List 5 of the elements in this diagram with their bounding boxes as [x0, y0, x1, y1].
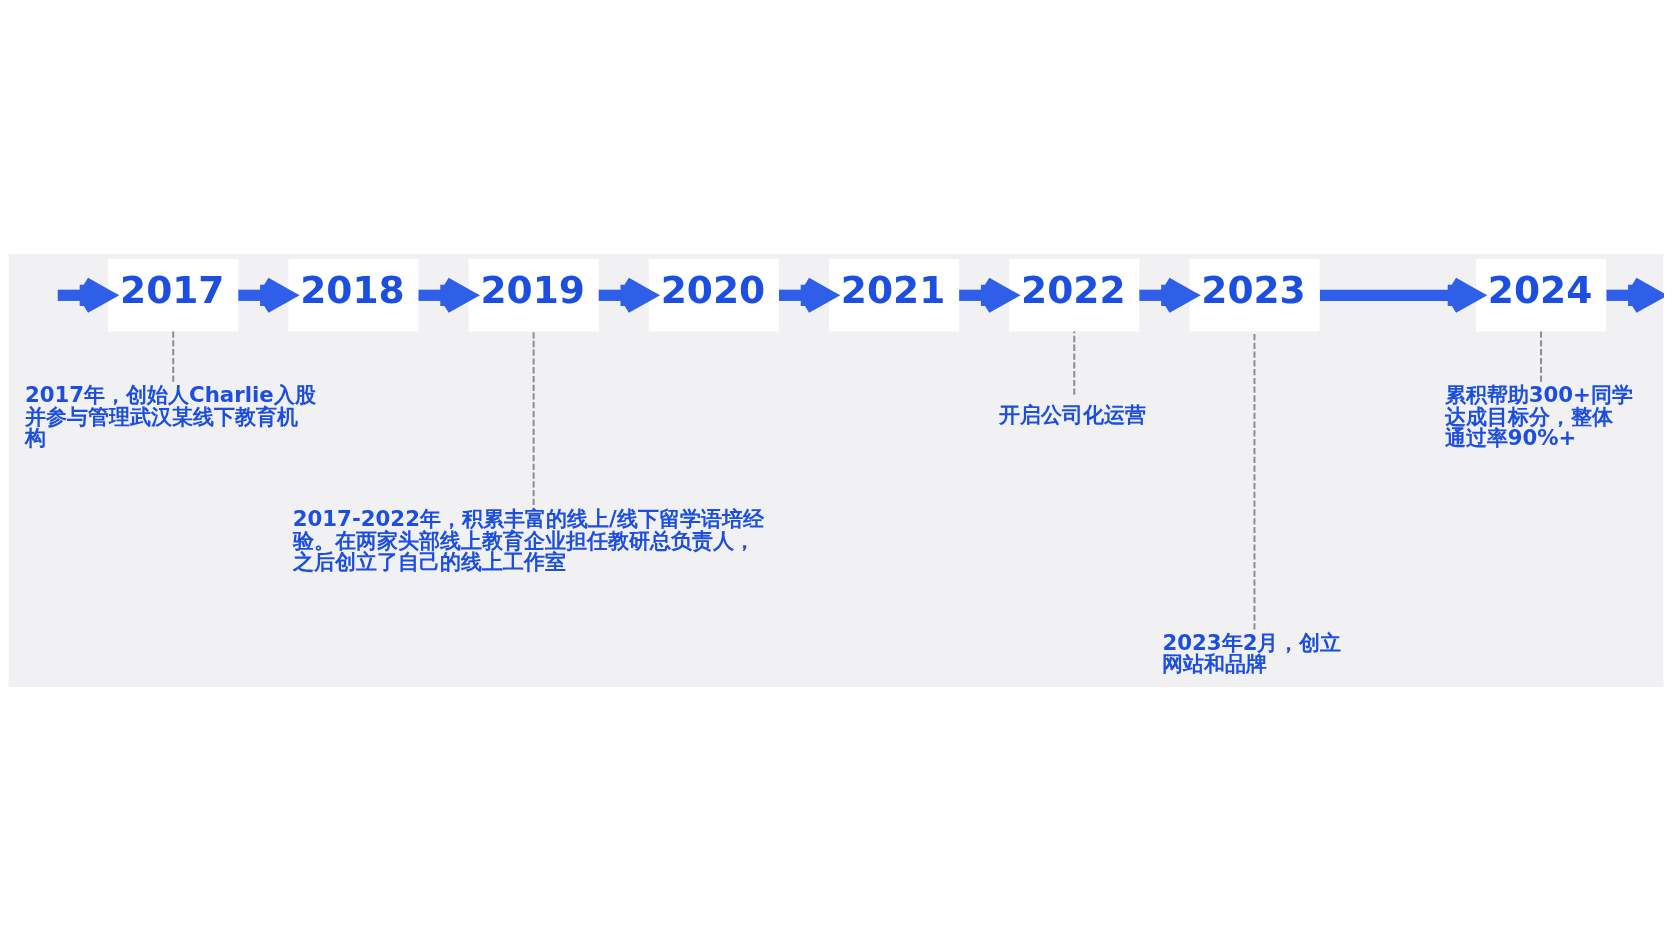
node-text: 开启公司化运营 [998, 402, 1146, 428]
node-text: 累积帮助300+同学达成目标分，整体通过率90%+ [1444, 382, 1633, 450]
node-text: 2017年，创始人Charlie入股并参与管理武汉某线下教育机构 [24, 382, 316, 450]
node-text: 2023年2月，创立网站和品牌 [1162, 630, 1342, 677]
node-text: 2017-2022年，积累丰富的线上/线下留学语培经验。在两家头部线上教育企业担任教研总负责人，之后创立了自己的线上工作室 [292, 506, 764, 574]
